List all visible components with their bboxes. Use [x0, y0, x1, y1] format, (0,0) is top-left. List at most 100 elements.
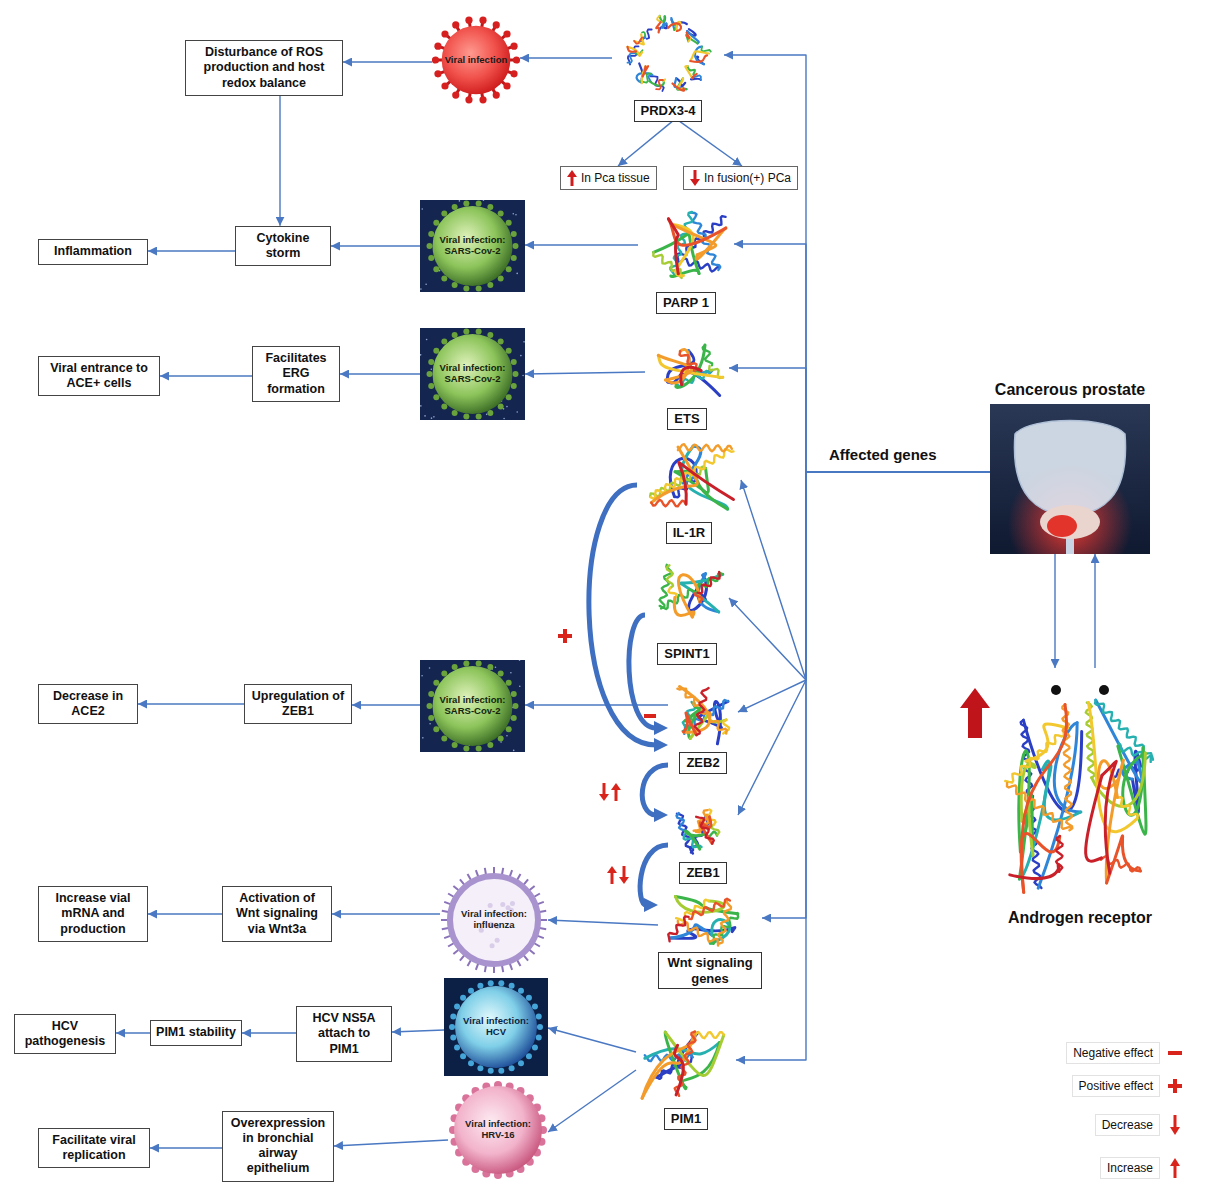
- box-label: Overexpression in bronchial airway epith…: [228, 1116, 328, 1177]
- box-label: Increase vial mRNA and production: [44, 891, 142, 937]
- protein-structure: ZEB1: [668, 780, 738, 884]
- protein-ribbon: [642, 1032, 724, 1099]
- protein-art: [668, 780, 738, 860]
- positive-sign: [558, 629, 572, 643]
- connector-arrow: [340, 373, 420, 374]
- connector-arrow: [520, 57, 612, 58]
- regulation-arrow: [642, 765, 668, 815]
- decrease-arrow: [690, 170, 700, 186]
- legend-row: Negative effect: [1066, 1042, 1160, 1064]
- protein-label: PIM1: [664, 1108, 708, 1130]
- organ-art: [990, 404, 1150, 554]
- protein-art: [637, 440, 741, 520]
- box-label: HCV pathogenesis: [20, 1019, 110, 1050]
- connector-arrow: [352, 704, 420, 705]
- virus-icon: Viral infection: [432, 16, 520, 104]
- process-box: Overexpression in bronchial airway epith…: [222, 1111, 334, 1182]
- connector-arrow: [1054, 554, 1055, 668]
- legend-row: Decrease: [1095, 1114, 1160, 1136]
- connector-arrow: [525, 372, 645, 374]
- connector-arrow: [160, 375, 252, 376]
- protein-ribbon: [653, 212, 726, 278]
- legend-label: Positive effect: [1072, 1075, 1160, 1097]
- process-box: Facilitates ERG formation: [252, 346, 340, 402]
- box-label: Disturbance of ROS production and host r…: [191, 45, 337, 91]
- box-label: HCV NS5A attach to PIM1: [302, 1011, 386, 1057]
- virus-label: Viral infection: HRV-16: [461, 1119, 535, 1141]
- protein-structure: PARP 1: [638, 198, 734, 314]
- box-label: Upregulation of ZEB1: [250, 689, 346, 720]
- legend-row: Positive effect: [1072, 1075, 1160, 1097]
- virus-label: Viral infection: HCV: [459, 1016, 533, 1038]
- virus-label: Viral infection: SARS-Cov-2: [436, 363, 510, 385]
- connector-arrow: [332, 913, 440, 914]
- virus-label: Viral infection: SARS-Cov-2: [436, 235, 510, 257]
- box-label: Inflammation: [44, 244, 142, 259]
- virus-icon: Viral infection: HRV-16: [448, 1080, 548, 1180]
- connector-arrow: [242, 1032, 296, 1033]
- negative-sign: [644, 714, 656, 718]
- protein-ribbon: [677, 687, 729, 744]
- virus-icon: Viral infection: SARS-Cov-2: [420, 200, 525, 292]
- process-box: In Pca tissue: [560, 166, 657, 190]
- connector-arrow: [736, 472, 990, 1060]
- legend-label: Negative effect: [1066, 1042, 1160, 1064]
- virus-illustration: [444, 978, 548, 1076]
- box-label: Facilitates ERG formation: [258, 351, 334, 397]
- box-label: In fusion(+) PCa: [704, 171, 791, 186]
- connector-arrow: [331, 245, 420, 246]
- box-label: Viral entrance to ACE+ cells: [44, 361, 154, 392]
- process-box: HCV pathogenesis: [14, 1014, 116, 1055]
- connector-arrow: [762, 472, 990, 918]
- regulation-arrow: [589, 485, 656, 745]
- organ-illustration: Cancerous prostate: [990, 380, 1150, 554]
- connector-arrow: [334, 1140, 448, 1146]
- box-label: In Pca tissue: [581, 171, 650, 186]
- protein-art: [645, 332, 729, 406]
- protein-art: [645, 553, 729, 641]
- box-label: Facilitate viral replication: [44, 1133, 144, 1164]
- connector-arrow: [738, 472, 990, 815]
- protein-art: [668, 680, 738, 750]
- connector-arrow: [525, 244, 638, 245]
- connector-arrow: [724, 55, 990, 472]
- process-box: Facilitate viral replication: [38, 1128, 150, 1169]
- protein-ribbon: [658, 345, 723, 395]
- virus-illustration: [432, 17, 520, 104]
- process-box: Disturbance of ROS production and host r…: [185, 40, 343, 96]
- virus-icon: Viral infection: HCV: [444, 978, 548, 1076]
- protein-art: [638, 198, 734, 290]
- connector-arrow: [392, 1030, 444, 1032]
- protein-structure: ETS: [645, 332, 729, 430]
- connector-arrow: [729, 368, 990, 472]
- connector-arrow: [116, 1032, 150, 1033]
- connector-arrow: [138, 703, 244, 704]
- regulation-arrow: [629, 615, 656, 728]
- protein-label: ZEB2: [679, 752, 726, 774]
- box-label: Activation of Wnt signaling via Wnt3a: [228, 891, 326, 937]
- process-box: Decrease in ACE2: [38, 684, 138, 725]
- connector-arrow: [279, 96, 280, 226]
- connector-arrow: [741, 472, 990, 680]
- box-label: PIM1 stability: [156, 1025, 236, 1040]
- box-label: Decrease in ACE2: [44, 689, 132, 720]
- virus-illustration: [449, 1081, 547, 1179]
- connector-arrow: [525, 704, 668, 705]
- receptor-structure: Androgen receptor: [995, 668, 1165, 928]
- process-box: Viral entrance to ACE+ cells: [38, 356, 160, 397]
- increase-decrease-arrows: [607, 866, 629, 884]
- virus-label: Viral infection: [445, 55, 508, 66]
- legend-label: Increase: [1100, 1157, 1160, 1179]
- process-box: Upregulation of ZEB1: [244, 684, 352, 725]
- protein-label: ETS: [667, 408, 706, 430]
- connector-arrow: [729, 472, 990, 680]
- protein-structure: IL-1R: [637, 440, 741, 544]
- protein-ribbon: [668, 897, 738, 946]
- protein-label: SPINT1: [657, 643, 717, 665]
- decrease-increase-arrows: [599, 783, 621, 801]
- protein-ribbon: [650, 444, 733, 509]
- connector-arrow: [618, 122, 672, 166]
- decrease-arrow: [1165, 1113, 1185, 1137]
- regulation-arrow: [640, 845, 668, 905]
- protein-art: [636, 1016, 736, 1106]
